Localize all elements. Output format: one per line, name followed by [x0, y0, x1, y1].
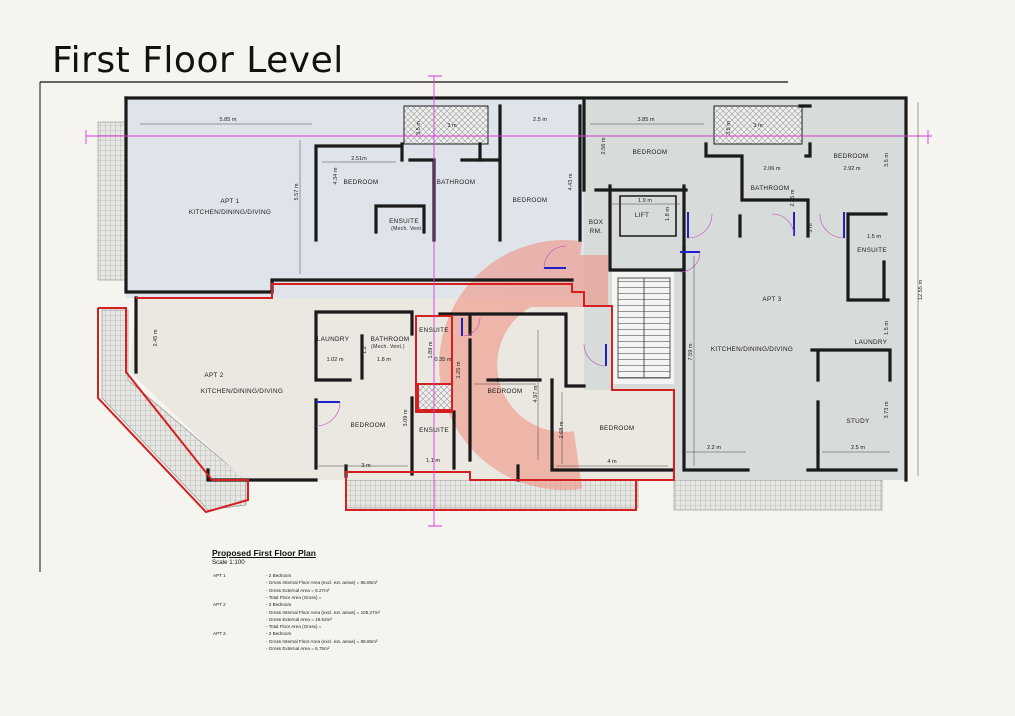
apt2-ensuite-bottom-label: ENSUITE — [419, 427, 449, 434]
apt2-name-label: APT 2 — [204, 372, 223, 379]
dim-3m-d: 3 m — [361, 463, 371, 469]
dim-11: 1.1 m — [426, 458, 440, 464]
dim-3m-a: 3 m — [447, 123, 457, 129]
dim-245: 2.45 m — [153, 329, 159, 346]
dim-292: 2.92 m — [843, 166, 860, 172]
apt2-balcony-boundary — [97, 307, 249, 514]
balcony-apt1 — [97, 121, 127, 281]
apt2-bedroom2-label: BEDROOM — [487, 388, 522, 395]
dim-25b: 2.5 m — [851, 445, 865, 451]
schedule-row-text: - Gross External Area = 5.27m² — [266, 587, 330, 593]
schedule-row-text: - 2 Bedroom — [266, 631, 292, 637]
dim-35a: 3.5 m — [416, 121, 422, 135]
apt2-bedroom3-label: BEDROOM — [599, 425, 634, 432]
dim-443: 4.43 m — [568, 173, 574, 190]
dim-18b: 1.8 m — [377, 357, 391, 363]
dim-35b: 3.5 m — [726, 121, 732, 135]
dim-245b: 2.45 m — [790, 189, 796, 206]
apt3-laundry-label: LAUNDRY — [855, 339, 888, 346]
schedule-row-text: - Gross Internal Floor Area (excl. ext. … — [266, 609, 380, 615]
schedule-row-text: - Gross Internal Floor Area (excl. ext. … — [266, 638, 378, 644]
dim-557: 5.57 m — [294, 183, 300, 200]
apt1-name-label: APT 1 — [220, 198, 239, 205]
apt1-bedroom2-label: BEDROOM — [512, 197, 547, 204]
dim-19: 1.9 m — [638, 198, 652, 204]
apt1-ensuite-label: ENSUITE — [389, 218, 419, 225]
balcony-apt2-rear — [345, 479, 639, 509]
apt2-use-label: KITCHEN/DINING/DIVING — [201, 388, 283, 395]
balcony-apt3 — [673, 479, 883, 511]
dim-22: 2.2 m — [707, 445, 721, 451]
dim-25a: 2.5 m — [533, 117, 547, 123]
apt3-use-label: KITCHEN/DINING/DIVING — [711, 346, 793, 353]
schedule-row-text: - Total Floor Area (Gross) = — [266, 624, 322, 630]
lift-label: LIFT — [635, 212, 649, 219]
lightwell-1 — [403, 105, 489, 145]
dim-12: 1.2 — [362, 346, 368, 354]
apt3-bathroom-label: BATHROOM — [751, 185, 790, 192]
schedule-row-text: - Gross External Area = 19.52m² — [266, 616, 332, 622]
dim-309: 3.09 m — [403, 409, 409, 426]
section-lines — [85, 75, 932, 527]
apt2-bathroom-label: BATHROOM — [371, 336, 410, 343]
schedule-row-text: - 2 Bedroom — [266, 573, 292, 578]
balcony-apt2-corner — [101, 309, 247, 511]
dim-268: 2.68 m — [559, 421, 565, 438]
schedule-apt-label: APT 2 — [213, 602, 226, 608]
center-bedroom-label: BEDROOM — [632, 149, 667, 156]
page-title: First Floor Level — [52, 40, 344, 81]
apt1-bathroom-label: BATHROOM — [437, 179, 476, 186]
schedule-row-text: - Gross Internal Floor Area (excl. ext. … — [266, 580, 378, 586]
schedule-apt-label: APT 1 — [213, 573, 226, 578]
box-room-label-2: RM. — [590, 228, 603, 235]
apt2-boundary — [136, 283, 675, 511]
dim-251: 2.51m — [351, 156, 367, 162]
dim-385: 3.85 m — [637, 117, 654, 123]
dim-15a: 1.5 m — [867, 234, 881, 240]
shaft-red — [417, 383, 453, 411]
apt3-name-label: APT 3 — [762, 296, 781, 303]
dim-4m: 4 m — [607, 459, 617, 465]
dim-35c: 3.5 m — [884, 153, 890, 167]
dim-3m-e: 3 m — [808, 223, 814, 233]
doors — [316, 212, 845, 403]
plan-notes: Proposed First Floor Plan Scale 1:100 — [212, 548, 316, 566]
apt3-ensuite-label: ENSUITE — [857, 247, 887, 254]
dim-206: 2.06 m — [763, 166, 780, 172]
dim-15b: 1.5 m — [884, 321, 890, 335]
apt1-use-label: KITCHEN/DINING/DIVING — [189, 209, 271, 216]
dim-434: 4.34 m — [333, 167, 339, 184]
apt2-ensuite-top-label: ENSUITE — [419, 327, 449, 334]
dim-3m-b: 3 m — [753, 123, 763, 129]
apt1-bedroom1-label: BEDROOM — [343, 179, 378, 186]
apt3-bedroom-label: BEDROOM — [833, 153, 868, 160]
dim-759: 7.59 m — [688, 343, 694, 360]
apt1-ensuite-note: (Mech. Vent.) — [391, 226, 425, 232]
dim-3m-c: 3 m — [496, 378, 506, 384]
schedule-apt-label: APT 3 — [213, 631, 226, 637]
notes-scale: Scale 1:100 — [212, 559, 245, 566]
dim-18: 1.8 m — [665, 207, 671, 221]
apt2-bathroom-note: (Mech. Vent.) — [371, 344, 405, 350]
dim-102: 1.02 m — [326, 357, 343, 363]
dim-189: 1.89 m — [428, 341, 434, 358]
dim-035: 0.35 m — [434, 357, 451, 363]
lightwell-2 — [713, 105, 803, 145]
dim-256: 2.56 m — [601, 137, 607, 154]
schedule-row-text: - 3 Bedroom — [266, 602, 292, 608]
schedule-row-text: - Gross External Area = 6.75m² — [266, 646, 330, 651]
apt3-study-label: STUDY — [846, 418, 870, 425]
box-room-label-1: BOX — [589, 219, 604, 226]
dim-125: 1.25 m — [456, 361, 462, 378]
schedule-row-text: - Total Floor Area (Gross) = — [266, 594, 322, 600]
dim-497: 4.97 m — [533, 385, 539, 402]
dim-585: 5.85 m — [219, 117, 236, 123]
apt2-laundry-label: LAUNDRY — [317, 336, 350, 343]
dim-1255: 12.55 m — [918, 280, 924, 301]
dim-373: 3.73 m — [884, 401, 890, 418]
apt2-bedroom1-label: BEDROOM — [350, 422, 385, 429]
notes-heading: Proposed First Floor Plan — [212, 548, 316, 558]
